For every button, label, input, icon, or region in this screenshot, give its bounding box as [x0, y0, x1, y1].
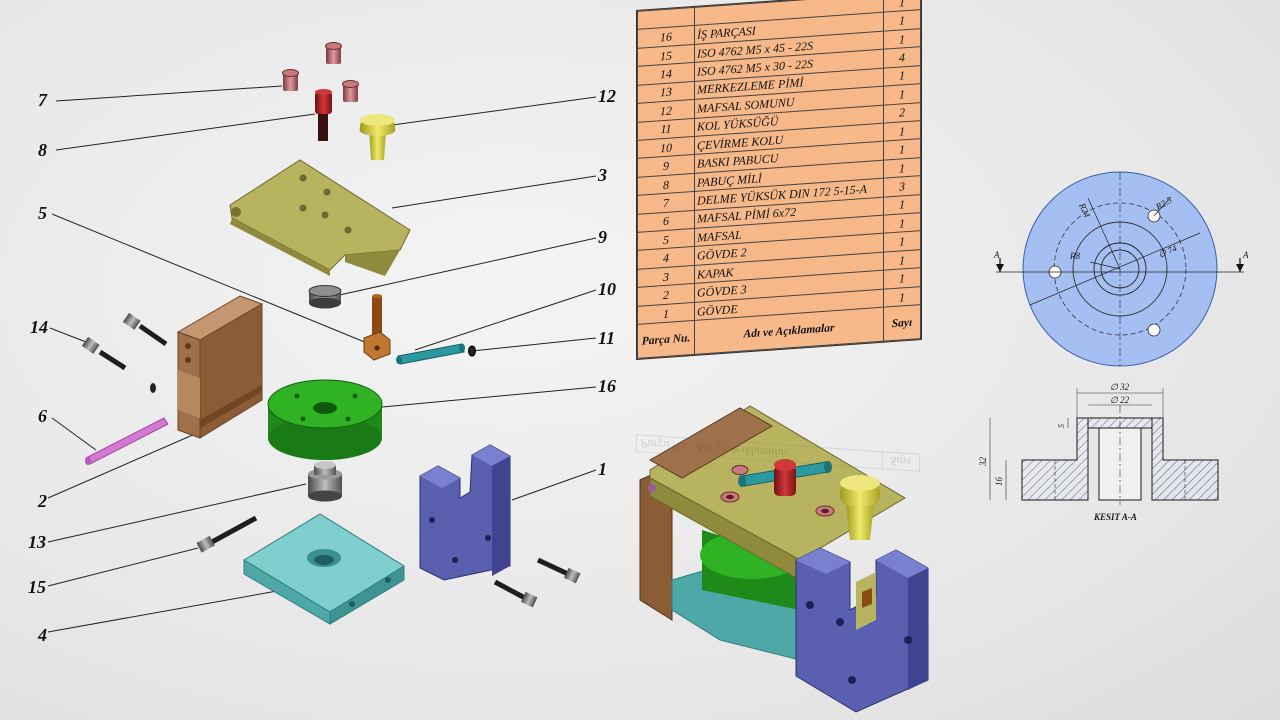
reflect-part-no: Parça Nu.: [636, 434, 694, 456]
lever-part-10: [396, 343, 465, 365]
callout-8: 8: [38, 140, 47, 160]
callout-5: 5: [38, 203, 47, 223]
callout-4: 4: [38, 625, 47, 645]
dim-32-label: 32: [978, 457, 988, 468]
lever-bushing-part-11: [468, 345, 476, 357]
section-mark-right: A: [1242, 250, 1249, 260]
knob-nut-part-12: [359, 114, 396, 160]
screws-part-14: [81, 312, 168, 393]
body-3-part-2: [176, 295, 264, 439]
body-2-part-4: [243, 513, 405, 625]
callout-15: 15: [28, 577, 46, 597]
callout-16: 16: [598, 376, 616, 396]
callout-1: 1: [598, 459, 607, 479]
shaft-part-8: [315, 89, 332, 141]
callout-12: 12: [598, 86, 616, 106]
section-title: KESIT A-A: [1093, 512, 1137, 522]
leader-lines: [47, 85, 597, 633]
centering-pin-part-13: [308, 461, 342, 502]
body-part-1: [419, 444, 511, 581]
section-view-a-a: ∅ 32 ∅ 22 5 32 16 KESIT A-A: [978, 382, 1219, 522]
dim-d22-label: ∅ 22: [1110, 395, 1130, 405]
dim-d32-label: ∅ 32: [1110, 382, 1130, 392]
drill-bushings-part-7: [282, 42, 359, 102]
callout-11: 11: [598, 328, 616, 348]
callout-10: 10: [598, 279, 616, 299]
section-mark-left: A: [993, 250, 1000, 260]
dim-5-label: 5: [1057, 424, 1066, 428]
bom-header-qty: Sayı: [883, 304, 921, 342]
joint-part-5: [363, 294, 391, 361]
assembled-fixture-view: [639, 405, 929, 713]
reflect-qty: Sayı: [882, 451, 920, 472]
cover-plate-part-3: [229, 159, 411, 276]
callout-14: 14: [30, 317, 48, 337]
callout-9: 9: [598, 227, 607, 247]
bom-table-reflection: Parça Nu. Adı ve Açıklamalar Sayı: [636, 352, 920, 472]
callout-6: 6: [38, 406, 47, 426]
screws-extra: [493, 557, 581, 608]
callout-3: 3: [598, 165, 607, 185]
callout-13: 13: [28, 532, 46, 552]
callout-7: 7: [38, 90, 47, 110]
top-view-disk: R24 R2.5 R8 ∅ 74 A A: [993, 171, 1249, 367]
screw-part-15: [196, 515, 258, 553]
workpiece-part-16: [267, 379, 383, 460]
joint-pin-part-6: [85, 417, 169, 465]
dim-16-label: 16: [994, 477, 1004, 487]
pressure-pad-part-9: [308, 285, 342, 309]
callout-2: 2: [38, 491, 47, 511]
dim-r8-label: R8: [1069, 251, 1080, 261]
